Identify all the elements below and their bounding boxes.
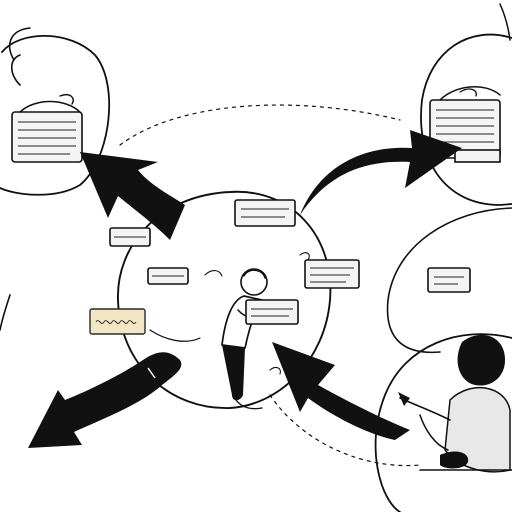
arrow-to-top-left — [80, 152, 185, 240]
central-person-document — [245, 299, 299, 325]
dashed-orbit-top — [119, 104, 401, 146]
arrow-to-top-right — [300, 130, 462, 215]
globe-card-right — [304, 259, 360, 289]
central-globe — [109, 190, 360, 409]
right-middle-circle — [386, 207, 512, 354]
tan-note — [89, 308, 146, 335]
top-left-printer — [9, 27, 83, 163]
bottom-right-person — [398, 334, 512, 473]
dashed-orbit-bottom — [269, 394, 421, 467]
top-right-printer — [429, 3, 511, 163]
top-left-circle — [0, 27, 111, 196]
left-edge-fragment — [0, 294, 11, 331]
right-middle-card — [427, 267, 471, 293]
globe-card-top — [234, 199, 296, 227]
top-right-circle — [420, 3, 512, 206]
bottom-right-circle — [374, 333, 512, 512]
arrow-to-bottom-left — [28, 352, 182, 448]
arrow-to-globe — [272, 342, 410, 440]
central-person — [221, 268, 299, 410]
